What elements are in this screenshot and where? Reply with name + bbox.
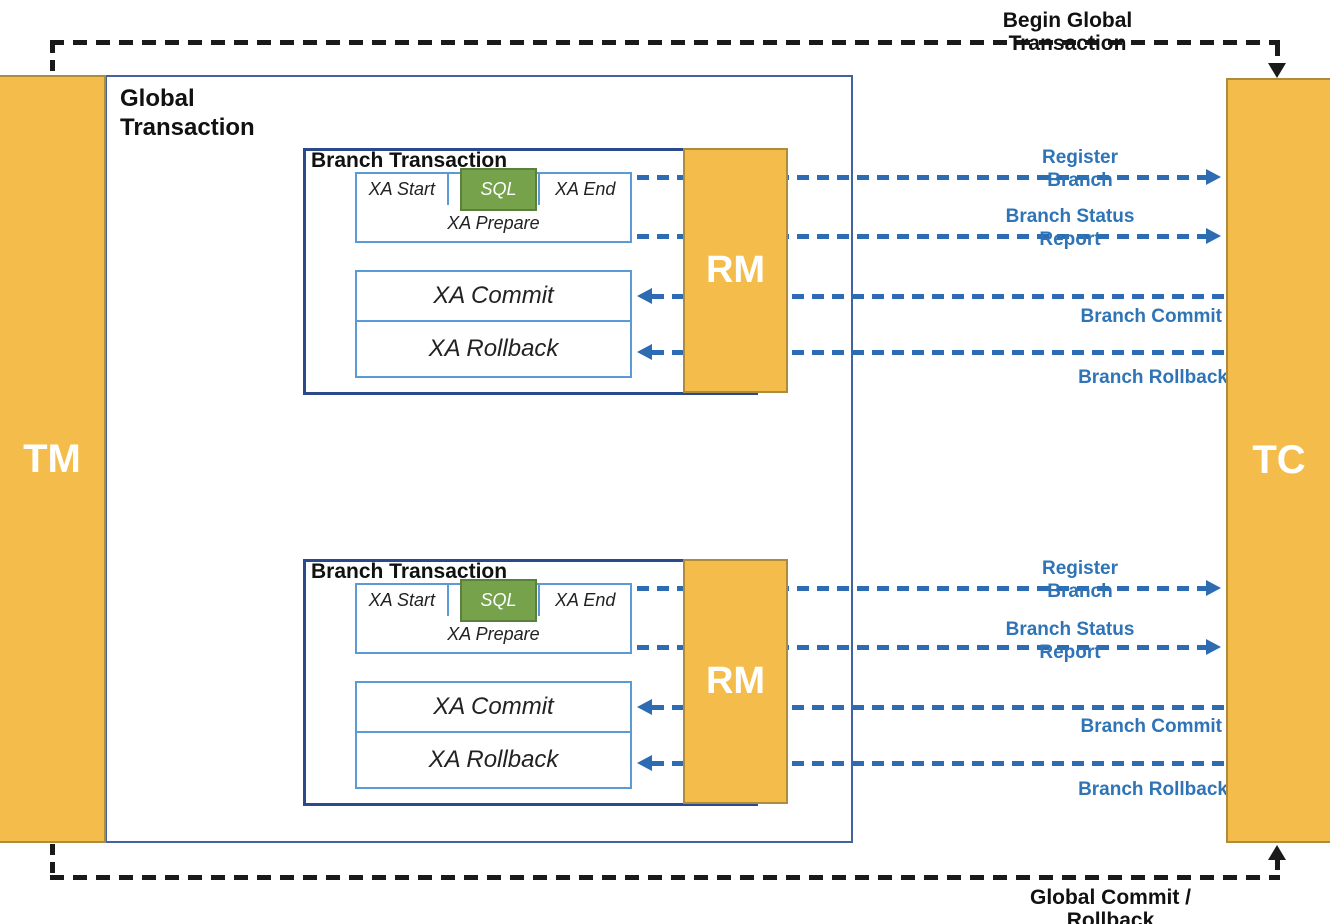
xa-start-box: XA Start [357, 174, 449, 205]
sql-box: SQL [460, 579, 537, 622]
global-commit-arrow-vertical-right [1275, 859, 1280, 876]
branch-commit-arrow-line [652, 705, 1226, 710]
rm-label: RM [705, 249, 766, 291]
branch-transaction-title: Branch Transaction [311, 149, 508, 172]
register-branch-arrow-line [637, 175, 1206, 180]
begin-global-arrow-vertical-right [1275, 45, 1280, 64]
begin-global-arrow-vertical-left [50, 42, 55, 76]
xa-prepare-box: XA Prepare [355, 616, 632, 654]
branch-commit-arrow-head [637, 288, 652, 304]
xa-commit-box: XA Commit [355, 681, 632, 733]
xa-rollback-box: XA Rollback [355, 733, 632, 789]
branch-rollback-arrow-line [652, 761, 1226, 766]
branch-commit-arrow-head [637, 699, 652, 715]
begin-global-arrow-line [50, 40, 1280, 45]
register-branch-arrow-head [1206, 580, 1221, 596]
branch-rollback-arrow-line [652, 350, 1226, 355]
branch-status-arrow-line [637, 645, 1206, 650]
branch-status-report-label: Branch Status Report [1005, 206, 1135, 250]
tm-label: TM [23, 436, 81, 481]
rm-box: RM [683, 559, 788, 804]
rm-label: RM [705, 660, 766, 702]
xa-commit-box: XA Commit [355, 270, 632, 322]
global-commit-arrow-head [1268, 845, 1286, 860]
xa-start-box: XA Start [357, 585, 449, 616]
register-branch-label: Register Branch [1041, 147, 1119, 191]
begin-global-arrow-head [1268, 63, 1286, 78]
global-commit-arrow-vertical-left [50, 844, 55, 879]
branch-commit-label: Branch Commit [1080, 306, 1222, 327]
tc-box: TC [1226, 78, 1330, 843]
global-commit-arrow-line [50, 875, 1280, 880]
branch-commit-arrow-line [652, 294, 1226, 299]
xa-prepare-box: XA Prepare [355, 205, 632, 243]
tm-box: TM [0, 75, 106, 843]
register-branch-arrow-head [1206, 169, 1221, 185]
begin-global-transaction-label: Begin Global Transaction [1002, 9, 1133, 55]
branch-group-1: Branch Transaction XA Start XA End SQL X… [0, 147, 1330, 398]
global-transaction-title: Global Transaction [120, 85, 255, 141]
xa-end-box: XA End [538, 174, 630, 205]
branch-rollback-label: Branch Rollback [1078, 367, 1228, 388]
rm-box: RM [683, 148, 788, 393]
branch-commit-label: Branch Commit [1080, 716, 1222, 737]
global-commit-rollback-label: Global Commit / Rollback [1029, 886, 1191, 924]
branch-group-2: Branch Transaction XA Start XA End SQL X… [0, 558, 1330, 809]
branch-rollback-arrow-head [637, 344, 652, 360]
sql-box: SQL [460, 168, 537, 211]
branch-transaction-title: Branch Transaction [311, 560, 508, 583]
branch-rollback-arrow-head [637, 755, 652, 771]
xa-rollback-box: XA Rollback [355, 322, 632, 378]
branch-status-arrow-head [1206, 639, 1221, 655]
branch-status-report-label: Branch Status Report [1005, 619, 1135, 663]
register-branch-arrow-line [637, 586, 1206, 591]
branch-status-arrow-head [1206, 228, 1221, 244]
branch-rollback-label: Branch Rollback [1078, 779, 1228, 800]
xa-end-box: XA End [538, 585, 630, 616]
branch-status-arrow-line [637, 234, 1206, 239]
register-branch-label: Register Branch [1041, 558, 1119, 602]
tc-label: TC [1252, 438, 1306, 482]
